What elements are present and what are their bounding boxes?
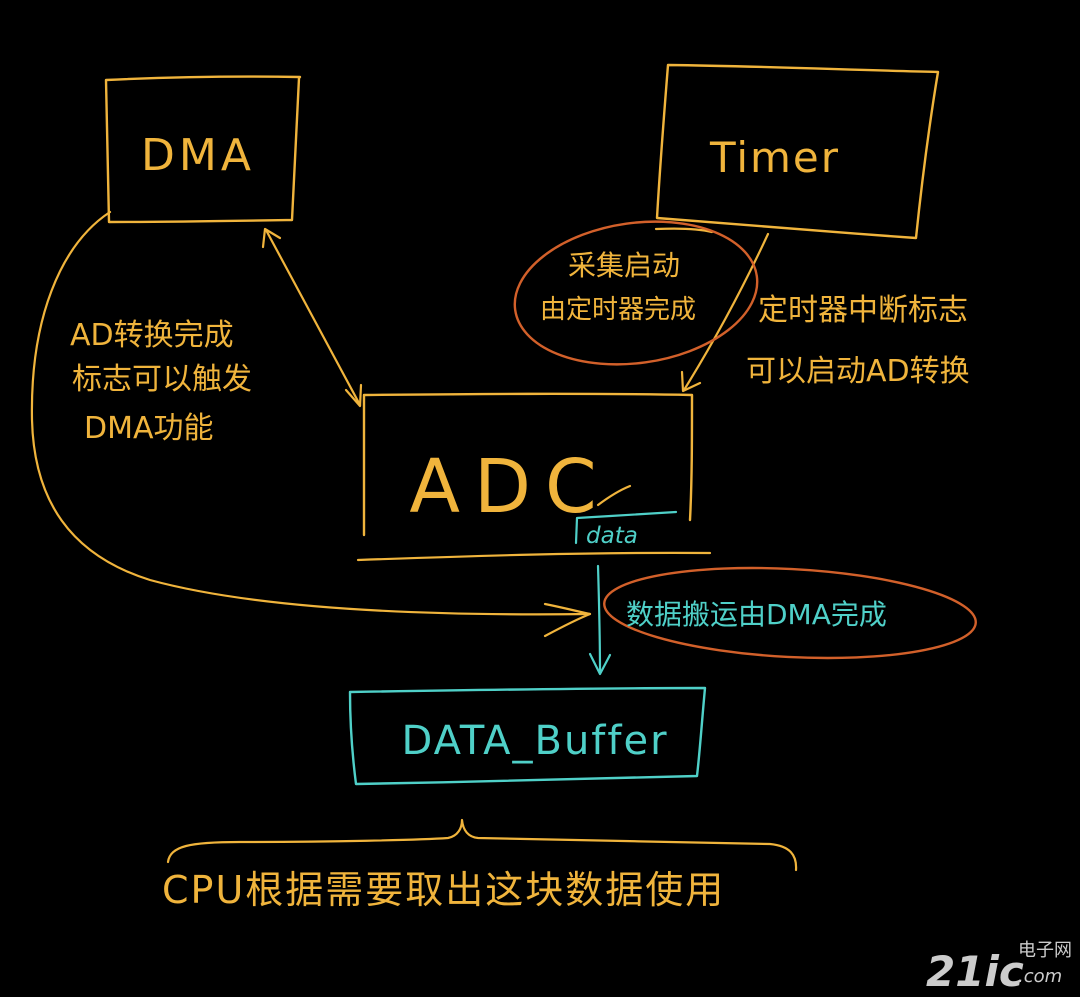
adc-block: ADC data [356, 392, 712, 562]
adc-to-buffer-arrow [588, 564, 612, 676]
timer-note-connector [654, 227, 714, 234]
dma-transfer-note: 数据搬运由DMA完成 [626, 598, 887, 631]
timer-trigger-note: 定时器中断标志 可以启动AD转换 [746, 293, 970, 389]
ad-complete-line-2: 标志可以触发 [72, 362, 252, 397]
dma-label: DMA [141, 130, 255, 181]
timer-trigger-line-2: 可以启动AD转换 [746, 354, 970, 389]
adc-box [362, 392, 694, 537]
ad-complete-line-3: DMA功能 [84, 411, 214, 446]
watermark-domain: .com [1018, 966, 1062, 987]
dma-block: DMA [104, 75, 302, 224]
start-note-ellipse [513, 220, 759, 366]
start-by-timer-line-2: 由定时器完成 [540, 295, 696, 325]
cpu-brace [166, 818, 798, 872]
ad-complete-line-1: AD转换完成 [70, 318, 234, 353]
data-buffer-box [348, 686, 707, 786]
dma-loop-arrow [30, 210, 592, 638]
dma-box [104, 75, 302, 224]
data-buffer-block: DATA_Buffer [348, 686, 707, 786]
adc-data-register [574, 510, 678, 545]
watermark-number: 21ic [926, 947, 1024, 996]
timer-block: Timer [655, 63, 940, 240]
timer-label: Timer [709, 133, 840, 182]
start-by-timer-note: 采集启动 由定时器完成 [540, 249, 696, 325]
adc-base-line [356, 551, 712, 562]
watermark-logo: 21ic 电子网 .com [926, 940, 1072, 996]
adc-data-label: data [586, 523, 638, 549]
timer-to-adc-arrow [680, 232, 770, 393]
timer-box [655, 63, 940, 240]
data-buffer-label: DATA_Buffer [401, 718, 668, 764]
watermark-text: 电子网 [1018, 940, 1072, 961]
dma-transfer-ellipse [603, 566, 977, 660]
ad-complete-note: AD转换完成 标志可以触发 DMA功能 [70, 318, 252, 446]
start-by-timer-line-1: 采集启动 [568, 249, 680, 282]
timer-trigger-line-1: 定时器中断标志 [758, 293, 968, 328]
adc-c-tail [596, 484, 632, 507]
adc-label: ADC [409, 444, 610, 530]
adc-dma-link-arrow [261, 227, 363, 408]
cpu-note: CPU根据需要取出这块数据使用 [162, 868, 725, 912]
